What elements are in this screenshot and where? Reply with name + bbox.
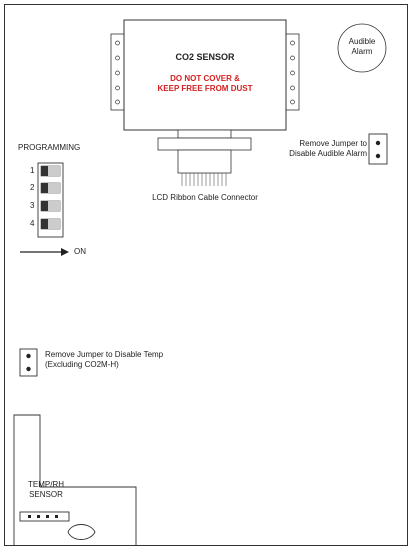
temp-rh-label-line2: SENSOR [29, 490, 63, 499]
dip-switch-number-1: 1 [30, 166, 35, 175]
co2-sensor-title: CO2 SENSOR [175, 52, 235, 62]
dip-switch-number-2: 2 [30, 183, 35, 192]
dip-switch-2 [40, 182, 61, 194]
dip-switch-1 [40, 165, 61, 177]
dip-switch-block [37, 162, 64, 238]
alarm-jumper [368, 133, 388, 165]
board-outline [4, 4, 408, 546]
lcd-ribbon-connector [157, 129, 252, 186]
temp-jumper [19, 348, 38, 377]
dip-switch-4 [40, 218, 61, 230]
temp-rh-sensor-area [13, 414, 137, 545]
co2-sensor-warning-line2: KEEP FREE FROM DUST [157, 84, 253, 93]
temp-jumper-label-line2: (Excluding CO2M-H) [45, 360, 119, 369]
temp-rh-connector [19, 511, 70, 522]
audible-alarm-label-line1: Audible [348, 37, 376, 46]
on-arrow-icon [20, 248, 69, 256]
alarm-jumper-label-line2: Disable Audible Alarm [289, 149, 367, 158]
connector-pins [181, 173, 227, 186]
lcd-connector-label: LCD Ribbon Cable Connector [152, 193, 258, 202]
bracket-holes [115, 40, 295, 105]
temp-rh-cutout [13, 414, 137, 545]
dip-switch-number-3: 3 [30, 201, 35, 210]
audible-alarm-label-line2: Alarm [351, 47, 373, 56]
audible-alarm-buzzer [337, 23, 387, 73]
temp-jumper-label-line1: Remove Jumper to Disable Temp [45, 350, 164, 359]
co2-sensor-warning-line1: DO NOT COVER & [170, 74, 240, 83]
programming-title: PROGRAMMING [18, 143, 81, 152]
dip-switch-number-4: 4 [30, 219, 35, 228]
dip-switch-3 [40, 200, 61, 212]
on-label: ON [74, 247, 86, 256]
sensor-body [123, 19, 287, 131]
alarm-jumper-label-line1: Remove Jumper to [299, 139, 367, 148]
temp-rh-connector-pins [28, 515, 58, 518]
temp-rh-sensor-element [67, 524, 96, 540]
temp-rh-label-line1: TEMP/RH [28, 480, 64, 489]
co2-sensor-module [110, 19, 300, 131]
